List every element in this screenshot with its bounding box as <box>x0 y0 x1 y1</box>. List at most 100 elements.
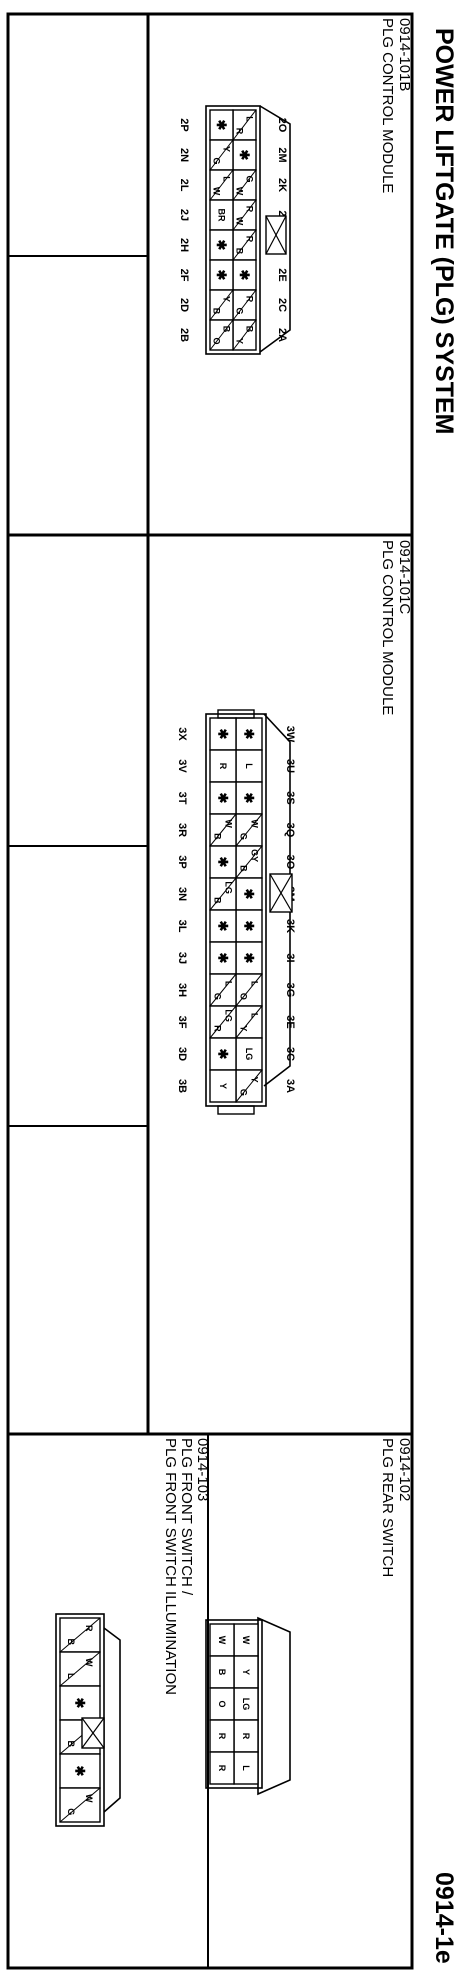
wire-color-stripe: R <box>234 128 244 135</box>
wire-color: LG <box>244 1048 254 1061</box>
wire-color: R <box>217 1733 227 1740</box>
wire-color-stripe: B <box>212 897 222 904</box>
pin-cell <box>209 845 237 879</box>
wire-color: R <box>241 1733 251 1740</box>
frame-lines <box>6 12 414 1970</box>
wire-color-divider <box>235 1069 263 1103</box>
unused-cavity-mark: ✱ <box>216 729 231 740</box>
wire-color-primary: Y <box>222 296 232 302</box>
wire-color-primary: W <box>250 819 260 828</box>
wire-color-stripe: B <box>212 833 222 840</box>
unused-cavity-mark: ✱ <box>242 889 257 900</box>
wire-color-stripe: G <box>234 307 244 314</box>
connector-end-tab <box>217 1105 255 1115</box>
wire-color-divider <box>232 229 257 261</box>
pin-number-bottom: 3T <box>176 792 188 805</box>
pin-number-bottom: 3D <box>176 1047 188 1061</box>
wire-color-primary: LG <box>224 881 234 894</box>
unused-cavity-mark: ✱ <box>73 1698 88 1709</box>
pin-number-top: 2K <box>276 178 288 192</box>
unused-cavity-mark: ✱ <box>242 921 257 932</box>
unused-cavity-mark: ✱ <box>242 953 257 964</box>
wire-color-divider <box>209 289 234 321</box>
connector-housing <box>205 1619 263 1789</box>
wire-color-divider <box>59 1617 101 1653</box>
wire-color-divider <box>235 845 263 879</box>
pin-cell <box>209 1623 235 1657</box>
wire-color-stripe: G <box>66 1808 76 1815</box>
pin-number-bottom: 3N <box>176 887 188 901</box>
pin-cell <box>233 1719 259 1753</box>
wire-color-divider <box>209 169 234 201</box>
connector-end-tab <box>217 709 255 719</box>
wire-color-divider <box>209 139 234 171</box>
connector-0914-103-labels: 0914-103 PLG FRONT SWITCH / PLG FRONT SW… <box>162 1438 211 1695</box>
pin-number-top: 3S <box>284 791 296 804</box>
pin-number-top: 3E <box>284 1015 296 1028</box>
pin-cell <box>209 1069 237 1103</box>
wire-color-divider <box>232 169 257 201</box>
wire-color-primary: R <box>84 1625 94 1632</box>
pin-number-bottom: 3J <box>176 952 188 964</box>
wire-color-primary: GY <box>250 849 260 862</box>
unused-cavity-mark: ✱ <box>216 921 231 932</box>
wire-color-primary: R <box>245 296 255 303</box>
wire-color-primary: W <box>84 1658 94 1667</box>
wire-color: L <box>241 1765 251 1771</box>
wire-color-primary: Y <box>222 146 232 152</box>
unused-cavity-mark: ✱ <box>216 953 231 964</box>
unused-cavity-mark: ✱ <box>214 120 229 131</box>
wire-color-stripe: G <box>211 157 221 164</box>
pin-number-top: 2E <box>276 268 288 281</box>
pin-cell <box>209 1751 235 1785</box>
lock-cross <box>269 873 293 913</box>
unused-cavity-mark: ✱ <box>237 150 252 161</box>
pin-number-bottom: 2P <box>178 118 190 131</box>
pin-cell <box>235 717 263 751</box>
connector-0914-101B-diagram: LR✱2O2P✱YG2M2NGWLW2K2LRWBR2I2JRB✱2G2H✱✱2… <box>178 105 291 355</box>
pin-number-bottom: 3V <box>176 759 188 773</box>
pin-number-bottom: 3H <box>176 983 188 997</box>
pin-number-top: 2O <box>276 118 288 133</box>
wire-color-primary: W <box>84 1794 94 1803</box>
connector-name-0914-101C: PLG CONTROL MODULE <box>379 540 396 715</box>
wire-color-divider <box>235 1005 263 1039</box>
pin-number-bottom: 3B <box>176 1079 188 1093</box>
pin-number-bottom: 2D <box>178 298 190 312</box>
unused-cavity-mark: ✱ <box>242 729 257 740</box>
wire-color-divider <box>59 1787 101 1823</box>
connector-name-0914-103-line1: PLG FRONT SWITCH / <box>178 1438 195 1596</box>
pin-number-bottom: 2J <box>178 209 190 221</box>
pin-number-top: 3Q <box>284 823 296 838</box>
wire-color: B <box>217 1669 227 1676</box>
wire-color-primary: L <box>245 116 255 122</box>
connector-housing <box>205 105 261 355</box>
wire-color: Y <box>241 1669 251 1675</box>
wire-color-stripe: O <box>238 993 248 1000</box>
pin-number-top: 2A <box>276 328 288 342</box>
pin-number-top: 3K <box>284 919 296 933</box>
wire-color: R <box>218 763 228 770</box>
pin-number-bottom: 3P <box>176 855 188 868</box>
wire-color-divider <box>235 813 263 847</box>
connector-hood <box>259 105 291 353</box>
wire-color-stripe: B <box>238 865 248 872</box>
pin-number-bottom: 3X <box>176 727 188 741</box>
wire-color-divider <box>59 1651 101 1687</box>
wire-color-divider <box>235 973 263 1007</box>
wire-color-stripe: B <box>211 308 221 315</box>
wire-color-stripe: O <box>211 337 221 344</box>
wire-color-stripe: L <box>66 1673 76 1679</box>
wire-color: BR <box>217 209 227 222</box>
pin-number-top: 3G <box>284 983 296 998</box>
wire-color-stripe: G <box>212 993 222 1000</box>
pin-number-top: 3A <box>284 1079 296 1093</box>
wire-color: L <box>244 763 254 769</box>
wire-color-primary: R <box>245 236 255 243</box>
wire-color-stripe: Y <box>234 338 244 344</box>
pin-number-top: 2M <box>276 147 288 162</box>
unused-cavity-mark: ✱ <box>73 1766 88 1777</box>
wire-color-primary: Y <box>250 1077 260 1083</box>
wire-color-stripe: B <box>66 1639 76 1646</box>
